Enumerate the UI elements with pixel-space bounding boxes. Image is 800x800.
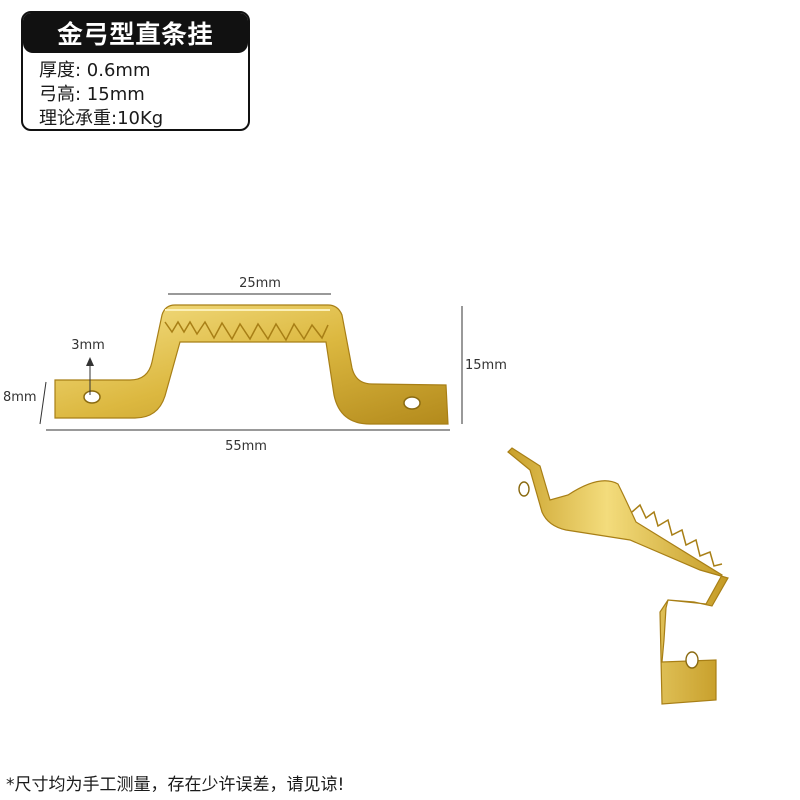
spec-label: 理论承重: <box>39 108 118 129</box>
dim-label-tab-width: 8mm <box>3 390 37 405</box>
dim-label-height: 15mm <box>465 358 507 373</box>
hanger-front-view <box>54 304 449 425</box>
arrow-head-icon <box>86 357 94 366</box>
spec-row-arch-height: 弓高: 15mm <box>39 83 248 107</box>
spec-card: 金弓型直条挂 厚度: 0.6mm 弓高: 15mm 理论承重:10Kg <box>21 11 250 131</box>
dimension-lines <box>39 293 463 431</box>
sawtooth-teeth <box>164 320 329 342</box>
hanger-body <box>54 304 449 425</box>
mounting-hole-3d-right <box>685 651 699 669</box>
spec-value: 0.6mm <box>86 60 151 81</box>
spec-list: 厚度: 0.6mm 弓高: 15mm 理论承重:10Kg <box>23 53 248 129</box>
spec-title: 金弓型直条挂 <box>23 13 248 53</box>
product-illustration: 25mm 3mm 15mm 8mm 55mm <box>3 276 729 705</box>
sawtooth-teeth-3d <box>631 503 723 567</box>
dim-label-hole-offset: 3mm <box>71 338 105 353</box>
mounting-hole-right <box>403 396 421 410</box>
spec-value: 15mm <box>86 84 145 105</box>
mounting-hole-left <box>83 390 101 404</box>
footnote: *尺寸均为手工测量，存在少许误差，请见谅! <box>6 775 345 795</box>
spec-row-thickness: 厚度: 0.6mm <box>39 59 248 83</box>
spec-label: 弓高: <box>39 84 87 105</box>
dim-line-tab <box>39 381 47 425</box>
spec-label: 厚度: <box>39 60 87 81</box>
spec-row-load: 理论承重:10Kg <box>39 107 248 129</box>
spec-value: 10Kg <box>117 108 164 129</box>
hanger-3d-body <box>507 447 729 705</box>
dim-label-total-length: 55mm <box>225 439 267 454</box>
dim-label-top-width: 25mm <box>239 276 281 291</box>
mounting-hole-3d-left <box>518 481 530 497</box>
hanger-angled-view <box>507 447 729 705</box>
